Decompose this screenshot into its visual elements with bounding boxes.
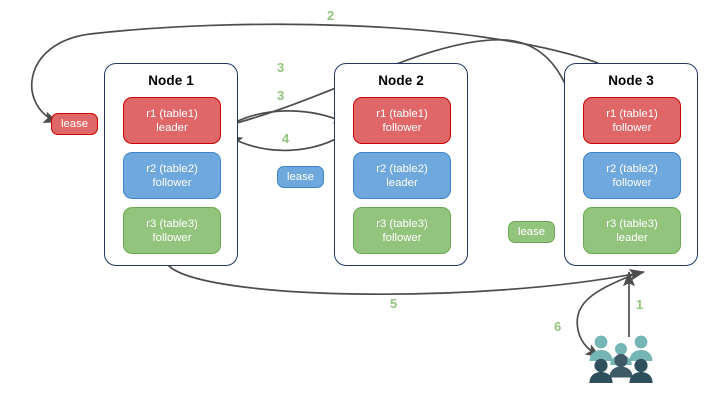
replica-name: r3 (table3) <box>606 217 658 230</box>
edge-label-6: 6 <box>554 319 562 334</box>
edge-label-1: 1 <box>636 297 644 312</box>
replica-r1-node-1: r1 (table1) leader <box>123 97 221 144</box>
replica-name: r2 (table2) <box>606 162 658 175</box>
replica-name: r1 (table1) <box>146 107 198 120</box>
replica-role: follower <box>612 121 652 134</box>
replica-name: r1 (table1) <box>606 107 658 120</box>
lease-badge-green: lease <box>508 221 556 243</box>
lease-label: lease <box>61 118 89 130</box>
replica-r2-node-3: r2 (table2) follower <box>583 152 681 199</box>
lease-label: lease <box>518 226 546 238</box>
replica-role: follower <box>612 176 652 189</box>
node-box-1: Node 1 r1 (table1) leader r2 (table2) fo… <box>104 63 238 266</box>
replica-name: r2 (table2) <box>376 162 428 175</box>
replica-r1-node-3: r1 (table1) follower <box>583 97 681 144</box>
replica-role: leader <box>386 176 418 189</box>
replica-name: r3 (table3) <box>146 217 198 230</box>
replica-r3-node-2: r3 (table3) follower <box>353 207 451 254</box>
lease-label: lease <box>287 171 315 183</box>
replica-name: r3 (table3) <box>376 217 428 230</box>
edge-5-path <box>167 264 646 296</box>
edge-label-3-long: 3 <box>277 60 285 75</box>
lease-badge-blue: lease <box>277 166 325 188</box>
replica-name: r1 (table1) <box>376 107 428 120</box>
node-box-2: Node 2 r1 (table1) follower r2 (table2) … <box>334 63 468 266</box>
edge-3-short-path <box>225 110 349 128</box>
replica-role: leader <box>156 121 188 134</box>
replica-name: r2 (table2) <box>146 162 198 175</box>
replica-role: follower <box>152 176 192 189</box>
lease-badge-red: lease <box>51 113 99 135</box>
node-3-title: Node 3 <box>608 73 654 88</box>
replica-r3-node-3: r3 (table3) leader <box>583 207 681 254</box>
replica-role: leader <box>616 231 648 244</box>
replica-role: follower <box>152 231 192 244</box>
node-box-3: Node 3 r1 (table1) follower r2 (table2) … <box>564 63 698 266</box>
node-2-title: Node 2 <box>378 73 424 88</box>
edge-label-3-short: 3 <box>277 88 285 103</box>
replica-r2-node-1: r2 (table2) follower <box>123 152 221 199</box>
replica-role: follower <box>382 231 422 244</box>
replica-r2-node-2: r2 (table2) leader <box>353 152 451 199</box>
users-group-icon <box>589 335 653 383</box>
edge-label-4: 4 <box>282 131 290 146</box>
replica-r1-node-2: r1 (table1) follower <box>353 97 451 144</box>
edge-label-2: 2 <box>327 8 335 23</box>
replica-role: follower <box>382 121 422 134</box>
node-1-title: Node 1 <box>148 73 194 88</box>
replica-r3-node-1: r3 (table3) follower <box>123 207 221 254</box>
edge-label-5: 5 <box>390 296 398 311</box>
